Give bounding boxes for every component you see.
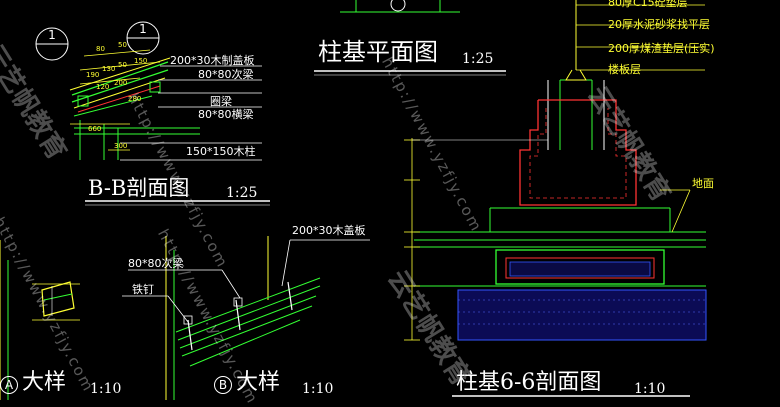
section66-scale: 1:10 [634,381,666,397]
detail-b-secondary-beam-label: 80*80次梁 [128,257,184,270]
bb-section-title: B-B剖面图 [88,176,190,200]
bb-dim-50b: 50 [118,61,127,69]
detail-b-iron-nail-label: 铁钉 [132,283,154,296]
bb-section-mark-1: 1 [48,28,56,42]
column-base-plan-scale: 1:25 [462,51,494,67]
bb-label-cross-beam: 80*80横梁 [198,108,254,121]
bb-dim-130: 130 [102,65,116,73]
footing-red-outline [519,99,637,206]
bb-label-secondary-beam: 80*80次梁 [198,68,254,81]
layer-cinder-bed: 200厚煤渣垫层(压实) [608,42,715,55]
bb-dim-190: 190 [86,71,100,79]
bb-section-mark-2: 1 [139,22,147,36]
column-outline [547,0,605,150]
detail-a-circle: A [0,376,18,394]
footing-green-block [495,249,665,285]
detail-b-leaders [122,239,370,323]
detail-b-circle: B [214,376,232,394]
bb-sloped-members [69,57,200,160]
detail-a-scale: 1:10 [90,381,122,397]
layer-cement-mortar: 20厚水泥砂浆找平层 [608,18,710,31]
left-dimension-chain [404,138,548,341]
bb-section-drawing [35,21,270,206]
ground-label: 地面 [692,177,714,190]
layer-floor-slab: 楼板层 [608,63,641,76]
cinder-bed [457,289,707,341]
bb-label-ring-beam: 圈梁 [210,95,232,108]
bb-label-timber-column: 150*150木柱 [186,145,256,158]
bb-leader-lines [120,65,262,161]
column-base-plan-title: 柱基平面图 [318,38,438,66]
bb-dim-660: 660 [88,125,102,133]
bb-dim-300: 300 [114,142,128,150]
layer-c15-concrete: 80厚C15砼垫层 [608,0,688,9]
section-66-drawing [404,0,707,397]
detail-b-scale: 1:10 [302,381,334,397]
bb-dim-50a: 50 [118,41,127,49]
detail-b-sloped-boards [175,277,321,367]
bb-dim-80: 80 [96,45,105,53]
bb-dimension-lines [70,49,161,151]
bb-dim-200: 200 [114,79,128,87]
ground-lines [414,207,706,287]
column-base-plan-area [314,0,506,76]
bb-section-scale: 1:25 [226,185,258,201]
detail-b-title: 大样 [236,370,281,395]
section66-title: 柱基6-6剖面图 [456,370,602,395]
bb-dim-120: 120 [96,83,110,91]
detail-b-cover-board-label: 200*30木盖板 [292,224,366,237]
detail-a-title: 大样 [22,370,67,395]
detail-b-nails [187,281,293,351]
bb-dim-280: 280 [128,95,142,103]
layer-leader-lines [576,4,705,233]
detail-b-drawing [122,236,370,400]
bb-label-cover-board: 200*30木制盖板 [170,54,255,67]
bb-dim-150: 150 [134,57,148,65]
